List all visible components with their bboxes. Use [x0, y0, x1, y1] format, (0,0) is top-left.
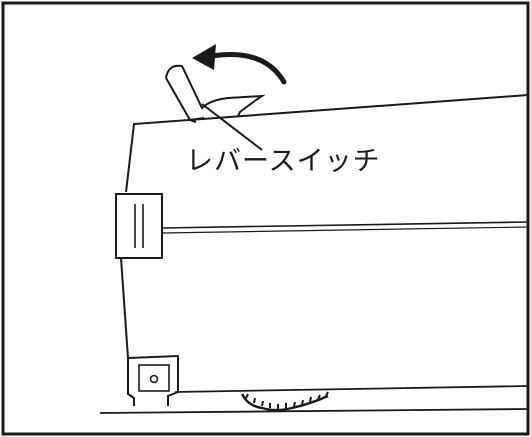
body-seam-line: [161, 221, 529, 229]
bottom-gear: [240, 393, 329, 412]
body-bottom-edge: [174, 385, 529, 393]
rotation-arrow-head: [192, 44, 216, 70]
body-seam-line-2: [161, 226, 529, 234]
printer-body-outline: [120, 94, 529, 359]
side-panel: [115, 193, 163, 259]
lever-switch-label: レバースイッチ: [186, 146, 381, 177]
floor-line: [99, 408, 529, 414]
lever-switch-handle: [165, 64, 266, 117]
front-foot: [127, 354, 179, 406]
lever-switch-grip: [165, 77, 205, 123]
callout-leader-line: [201, 103, 263, 151]
foot-screw: [149, 374, 159, 384]
bottom-gear-teeth: [245, 391, 329, 409]
rotation-arrow-curve: [209, 51, 287, 85]
